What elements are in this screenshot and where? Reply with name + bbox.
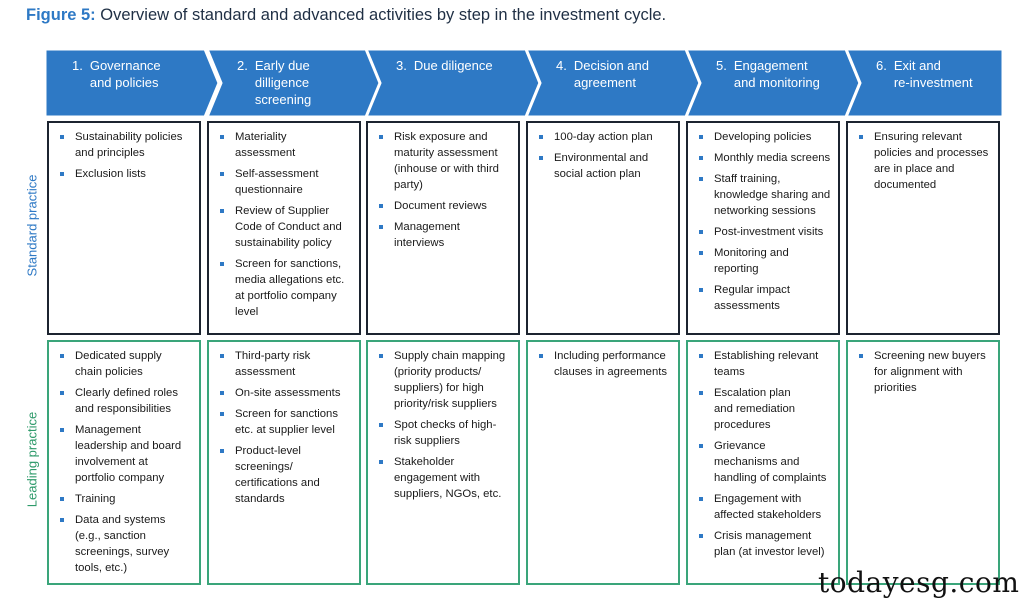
leading-practice-label: Leading practice bbox=[24, 411, 40, 508]
step-number: 6. bbox=[876, 58, 887, 73]
step-number: 5. bbox=[716, 58, 727, 73]
step-number: 3. bbox=[396, 58, 407, 73]
bullet-item: Document reviews bbox=[375, 198, 512, 214]
step-label-3: 3. Due diligence bbox=[396, 57, 493, 74]
figure-number: Figure 5: bbox=[26, 6, 96, 24]
watermark: todayesg.com bbox=[818, 566, 1020, 599]
bullet-item: Post-investment visits bbox=[695, 224, 832, 240]
bullet-item: Spot checks of high-risk suppliers bbox=[375, 417, 512, 449]
figure-caption: Overview of standard and advanced activi… bbox=[95, 6, 667, 24]
bullet-item: On-site assessments bbox=[216, 385, 353, 401]
step-number: 1. bbox=[72, 58, 83, 73]
bullet-item: Supply chain mapping(priority products/s… bbox=[375, 348, 512, 412]
bullet-item: Developing policies bbox=[695, 129, 832, 145]
standard-practice-label: Standard practice bbox=[24, 174, 40, 277]
bullet-item: Training bbox=[56, 491, 193, 507]
step-chevron-5 bbox=[684, 49, 862, 117]
step-chevron-4 bbox=[524, 49, 702, 117]
step-chevron-1 bbox=[45, 49, 221, 117]
bullet-list: Supply chain mapping(priority products/s… bbox=[375, 348, 512, 502]
bullet-item: Monthly media screens bbox=[695, 150, 832, 166]
bullet-item: Screen for sanctions,media allegations e… bbox=[216, 256, 353, 320]
leading-practice-cell-step-3: Supply chain mapping(priority products/s… bbox=[366, 340, 520, 585]
step-number: 4. bbox=[556, 58, 567, 73]
bullet-item: 100-day action plan bbox=[535, 129, 672, 145]
step-chevron-3 bbox=[364, 49, 542, 117]
bullet-item: Exclusion lists bbox=[56, 166, 193, 182]
step-number: 2. bbox=[237, 58, 248, 73]
figure-title: Figure 5: Overview of standard and advan… bbox=[26, 6, 666, 25]
step-chevron-2 bbox=[205, 49, 383, 117]
step-chevron-6 bbox=[844, 49, 1003, 117]
step-title: Due diligence bbox=[413, 58, 493, 73]
step-chevron-shapes bbox=[45, 49, 1003, 117]
